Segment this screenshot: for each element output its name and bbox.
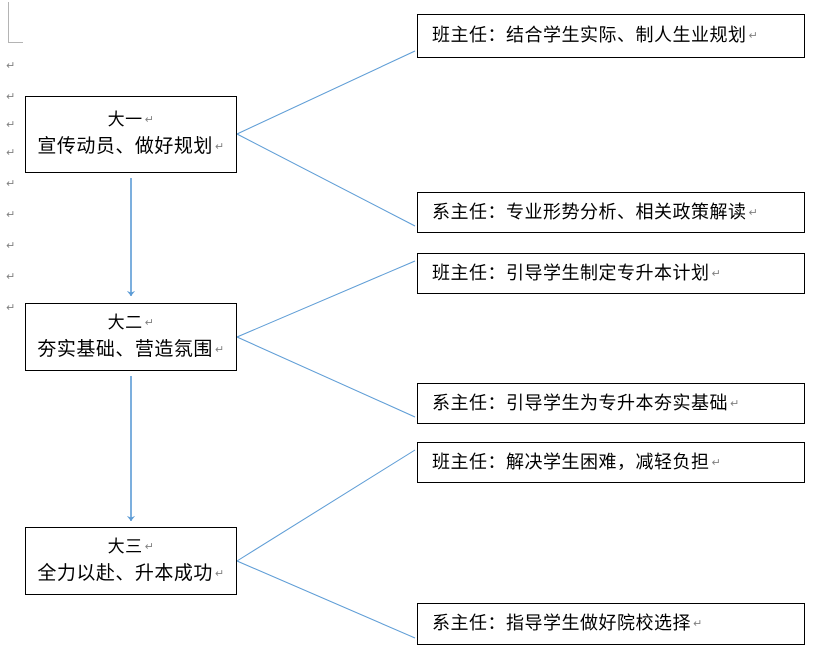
paragraph-mark: ↵ <box>6 90 16 103</box>
paragraph-mark-icon: ↵ <box>144 539 155 553</box>
paragraph-mark: ↵ <box>6 118 16 131</box>
paragraph-mark: ↵ <box>6 239 16 252</box>
connector-link-3-b <box>236 560 416 639</box>
paragraph-mark-icon: ↵ <box>214 342 225 356</box>
paragraph-mark-icon: ↵ <box>144 113 155 126</box>
detail-text: 班主任：引导学生制定专升本计划↵ <box>432 262 722 284</box>
page-margin-corner-mark <box>8 2 23 43</box>
connector-link-3-a <box>236 449 416 562</box>
paragraph-mark-icon: ↵ <box>214 140 225 153</box>
paragraph-mark-icon: ↵ <box>144 315 155 329</box>
detail-box-detail-1: 班主任：结合学生实际、制人生业规划↵ <box>417 14 805 58</box>
paragraph-mark-icon: ↵ <box>214 566 225 580</box>
stage-title: 大一↵ <box>107 110 155 130</box>
detail-text: 班主任：结合学生实际、制人生业规划↵ <box>432 25 759 46</box>
stage-title: 大二↵ <box>107 312 155 333</box>
paragraph-mark: ↵ <box>6 146 16 159</box>
detail-text: 系主任：引导学生为专升本夯实基础↵ <box>432 392 740 414</box>
paragraph-mark: ↵ <box>6 270 16 283</box>
stage-box-stage-3: 大三↵ 全力以赴、升本成功↵ <box>25 527 237 595</box>
detail-text: 系主任：专业形势分析、相关政策解读↵ <box>432 201 759 223</box>
detail-box-detail-5: 班主任：解决学生困难，减轻负担↵ <box>417 442 805 483</box>
detail-box-detail-4: 系主任：引导学生为专升本夯实基础↵ <box>417 383 805 424</box>
paragraph-mark-icon: ↵ <box>748 205 759 219</box>
paragraph-mark-icon: ↵ <box>711 266 722 280</box>
connector-link-1-b <box>236 133 416 227</box>
paragraph-mark-icon: ↵ <box>748 29 759 42</box>
paragraph-mark-icon: ↵ <box>730 396 740 410</box>
stage-box-stage-2: 大二↵ 夯实基础、营造氛围↵ <box>25 303 237 371</box>
detail-box-detail-2: 系主任：专业形势分析、相关政策解读↵ <box>417 192 805 233</box>
paragraph-mark: ↵ <box>6 177 16 190</box>
connector-link-2-a <box>236 260 416 338</box>
detail-text: 系主任：指导学生做好院校选择↵ <box>432 613 703 634</box>
connector-link-1-a <box>236 50 416 135</box>
paragraph-mark: ↵ <box>6 59 16 72</box>
stage-subtitle: 全力以赴、升本成功↵ <box>37 561 225 584</box>
stage-title: 大三↵ <box>107 536 155 557</box>
detail-text: 班主任：解决学生困难，减轻负担↵ <box>432 451 722 473</box>
paragraph-mark: ↵ <box>6 208 16 221</box>
paragraph-mark-icon: ↵ <box>693 617 703 630</box>
stage-box-stage-1: 大一↵ 宣传动员、做好规划↵ <box>25 96 237 173</box>
detail-box-detail-6: 系主任：指导学生做好院校选择↵ <box>417 603 805 645</box>
paragraph-mark: ↵ <box>6 301 16 314</box>
connector-link-2-b <box>236 336 416 418</box>
fan-connectors <box>236 50 416 639</box>
stage-subtitle: 宣传动员、做好规划↵ <box>37 135 225 157</box>
stage-subtitle: 夯实基础、营造氛围↵ <box>37 337 225 360</box>
paragraph-mark-icon: ↵ <box>711 455 722 469</box>
detail-box-detail-3: 班主任：引导学生制定专升本计划↵ <box>417 253 805 294</box>
